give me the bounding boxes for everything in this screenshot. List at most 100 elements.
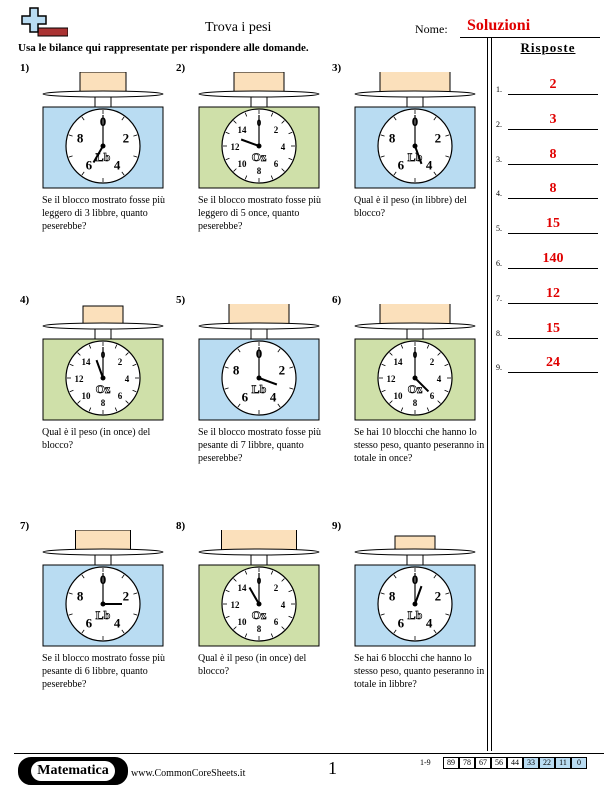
answers-title: Risposte — [520, 40, 576, 55]
answer-row: 4.8 — [494, 177, 602, 200]
problem-number: 3) — [332, 62, 342, 74]
problem-number: 5) — [176, 294, 186, 306]
score-cell: 11 — [555, 757, 571, 769]
dial-label: 4 — [281, 600, 286, 610]
footer-divider — [14, 753, 604, 754]
dial-label: 14 — [238, 583, 248, 593]
problem-text: Se il blocco mostrato fosse più leggero … — [198, 195, 322, 232]
site-url: www.CommonCoreSheets.it — [131, 768, 246, 779]
answer-value: 3 — [549, 111, 557, 127]
problem-number: 6) — [332, 294, 342, 306]
answer-number: 1. — [496, 85, 502, 94]
unit-label: Lb — [96, 150, 111, 164]
problem-text: Se il blocco mostrato fosse più pesante … — [42, 653, 166, 690]
dial-label: 4 — [125, 374, 130, 384]
dial-label: 12 — [75, 374, 85, 384]
dial-label: 8 — [257, 166, 262, 176]
score-cell: 67 — [475, 757, 491, 769]
unit-label: Lb — [252, 382, 267, 396]
problem-text: Qual è il peso (in once) del blocco? — [198, 653, 307, 677]
dial-label: 10 — [238, 159, 248, 169]
problem-text: Qual è il peso (in once) del blocco? — [42, 427, 151, 451]
dial-label: 8 — [233, 363, 240, 378]
dial-label: 6 — [118, 391, 123, 401]
dial-label: 2 — [123, 131, 129, 146]
answer-value: 140 — [542, 251, 564, 266]
dial-label: 2 — [274, 583, 279, 593]
answer-number: 8. — [496, 328, 502, 338]
dial-label: 6 — [274, 617, 279, 627]
answer-row: 2.3 — [494, 108, 602, 130]
unit-label: Oz — [252, 608, 267, 622]
weight-block — [221, 530, 297, 551]
problem-number: 1) — [20, 62, 30, 74]
answer-number: 9. — [496, 363, 502, 373]
answer-row: 5.15 — [494, 212, 602, 235]
dial-label: 2 — [274, 125, 279, 135]
score-cell: 89 — [443, 757, 459, 769]
dial-label: 12 — [387, 374, 397, 384]
answer-line — [508, 163, 598, 165]
dial-label: 6 — [242, 389, 249, 404]
dial-label: 6 — [398, 157, 405, 172]
answer-row: 1.2 — [494, 73, 602, 95]
scale: 02468101214Oz — [198, 530, 320, 647]
scale: 02468Lb — [42, 72, 164, 189]
dial-label: 10 — [238, 617, 248, 627]
answer-divider — [487, 37, 488, 751]
dial-label: 2 — [435, 589, 442, 604]
problem-number: 2) — [176, 62, 186, 74]
score-cell: 0 — [571, 757, 587, 769]
weight-block — [233, 72, 285, 93]
unit-label: Lb — [408, 608, 423, 622]
answer-value: 15 — [546, 216, 560, 232]
answer-row: 3.8 — [494, 143, 602, 165]
answer-row: 8.15 — [494, 317, 602, 339]
problem-number: 7) — [20, 520, 30, 532]
name-label: Nome: — [415, 22, 448, 36]
answer-number: 5. — [496, 224, 502, 234]
dial-label: 8 — [389, 131, 396, 146]
dial-label: 4 — [437, 374, 442, 384]
dial-label: 2 — [118, 357, 123, 367]
dial-label: 8 — [77, 131, 84, 146]
scale: 02468Lb — [354, 72, 476, 189]
answer-row: 9.24 — [494, 351, 602, 374]
answer-number: 4. — [496, 189, 502, 199]
problem-text: Qual è il peso (in libbre) del blocco? — [354, 195, 467, 219]
answer-line — [508, 372, 598, 374]
dial-label: 4 — [114, 615, 121, 630]
problem-number: 8) — [176, 520, 186, 532]
dial-label: 2 — [430, 357, 435, 367]
dial-label: 4 — [426, 615, 433, 630]
problem-number: 9) — [332, 520, 342, 532]
scale: 02468Lb — [42, 530, 164, 647]
dial-label: 14 — [82, 357, 92, 367]
answer-line — [508, 128, 598, 130]
answer-line — [508, 302, 598, 304]
answer-line — [508, 233, 598, 235]
dial-label: 12 — [231, 142, 241, 152]
weight-block — [379, 72, 451, 93]
scale: 02468101214Oz — [198, 72, 320, 189]
weight-block — [79, 72, 127, 93]
problem-text: Se hai 10 blocchi che hanno lo stesso pe… — [354, 427, 485, 464]
answer-row: 7.12 — [494, 282, 602, 304]
problem-text: Se hai 6 blocchi che hanno lo stesso pes… — [354, 653, 485, 690]
answer-line — [508, 94, 598, 95]
dial-label: 2 — [123, 589, 129, 604]
dial-label: 4 — [270, 389, 277, 404]
dial-label: 4 — [281, 142, 286, 152]
answer-value: 8 — [549, 146, 557, 162]
dial-label: 6 — [86, 157, 93, 172]
answer-number: 3. — [496, 154, 502, 164]
scale: 02468Lb — [198, 304, 320, 421]
instructions: Usa le bilance qui rappresentate per ris… — [18, 42, 309, 54]
unit-label: Lb — [408, 150, 423, 164]
scale: 02468Lb — [354, 535, 476, 647]
score-cell: 56 — [491, 757, 507, 769]
weight-block — [379, 304, 451, 325]
dial-label: 8 — [389, 589, 396, 604]
score-cell: 44 — [507, 757, 523, 769]
dial-label: 2 — [279, 363, 286, 378]
